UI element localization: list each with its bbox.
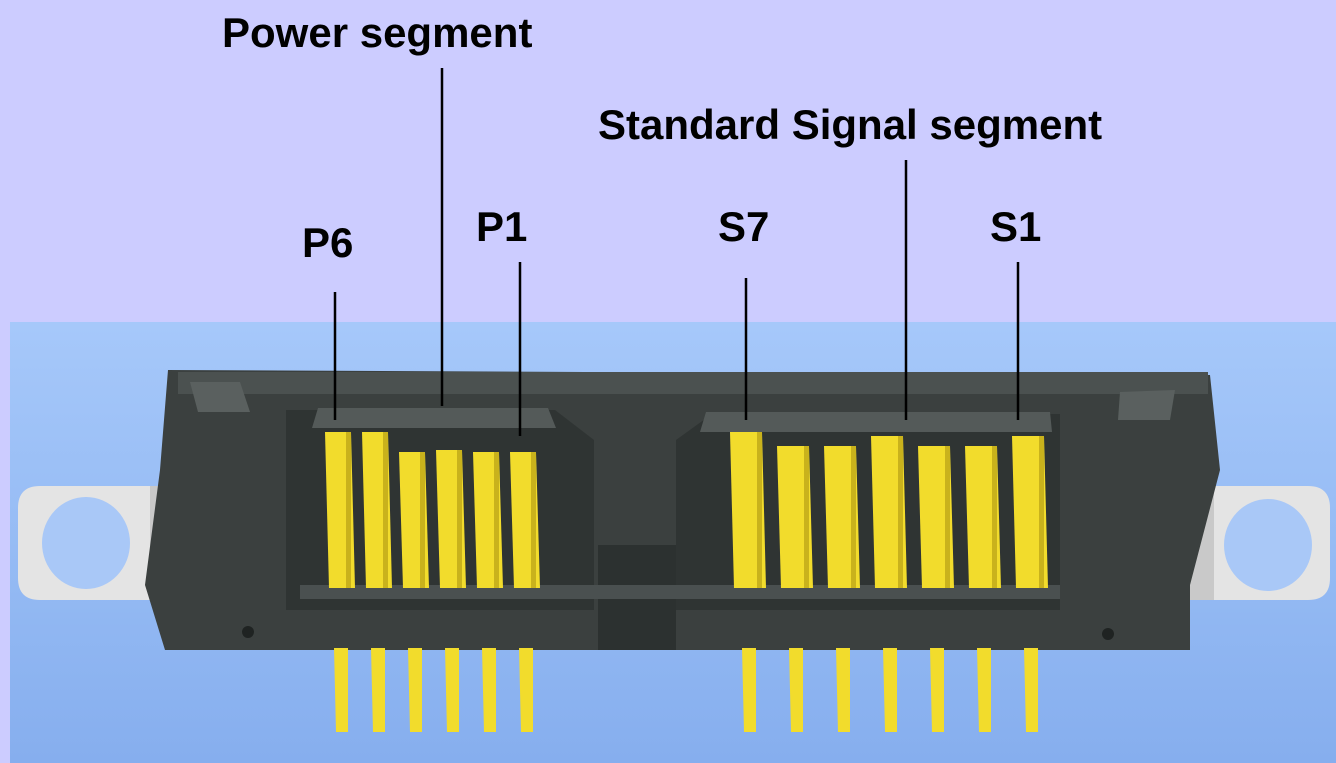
power-pin-lead <box>519 648 533 732</box>
power-pin-contact-shade <box>494 452 499 588</box>
left-screw <box>242 626 254 638</box>
signal-pins <box>730 432 1048 732</box>
right-mounting-hole <box>1224 499 1312 591</box>
signal-pin-lead <box>742 648 756 732</box>
signal-pin-lead <box>883 648 897 732</box>
connector-housing <box>145 370 1220 650</box>
pin-s7-label: S7 <box>718 203 770 250</box>
signal-pin-contact-shade <box>757 432 762 588</box>
right-screw <box>1102 628 1114 640</box>
power-pin-lead <box>408 648 422 732</box>
power-pin-contact-shade <box>420 452 425 588</box>
power-pin-contact-shade <box>457 450 462 588</box>
power-segment-label: Power segment <box>222 9 533 56</box>
signal-pin-contact-shade <box>898 436 903 588</box>
signal-pin-contact-shade <box>1039 436 1044 588</box>
pin-p6-label: P6 <box>302 219 354 266</box>
power-pin-lead <box>445 648 459 732</box>
power-pin-lead <box>371 648 385 732</box>
signal-pin-lead <box>789 648 803 732</box>
upper-background <box>0 0 1336 322</box>
pin-p1-label: P1 <box>476 203 528 250</box>
signal-pin-contact-shade <box>804 446 809 588</box>
power-pin-contact-shade <box>531 452 536 588</box>
power-pins <box>325 432 540 732</box>
signal-segment-cavity <box>676 414 1060 610</box>
signal-segment-label: Standard Signal segment <box>598 101 1103 148</box>
power-pin-lead <box>482 648 496 732</box>
signal-pin-lead <box>836 648 850 732</box>
power-pin-contact-shade <box>346 432 351 588</box>
signal-pin-lead <box>930 648 944 732</box>
power-pin-contact-shade <box>383 432 388 588</box>
signal-pin-lead <box>977 648 991 732</box>
signal-pin-contact-shade <box>945 446 950 588</box>
power-pin-lead <box>334 648 348 732</box>
signal-pin-contact-shade <box>851 446 856 588</box>
signal-pin-lead <box>1024 648 1038 732</box>
signal-pin-contact-shade <box>992 446 997 588</box>
left-mounting-hole <box>42 497 130 589</box>
pin-s1-label: S1 <box>990 203 1042 250</box>
